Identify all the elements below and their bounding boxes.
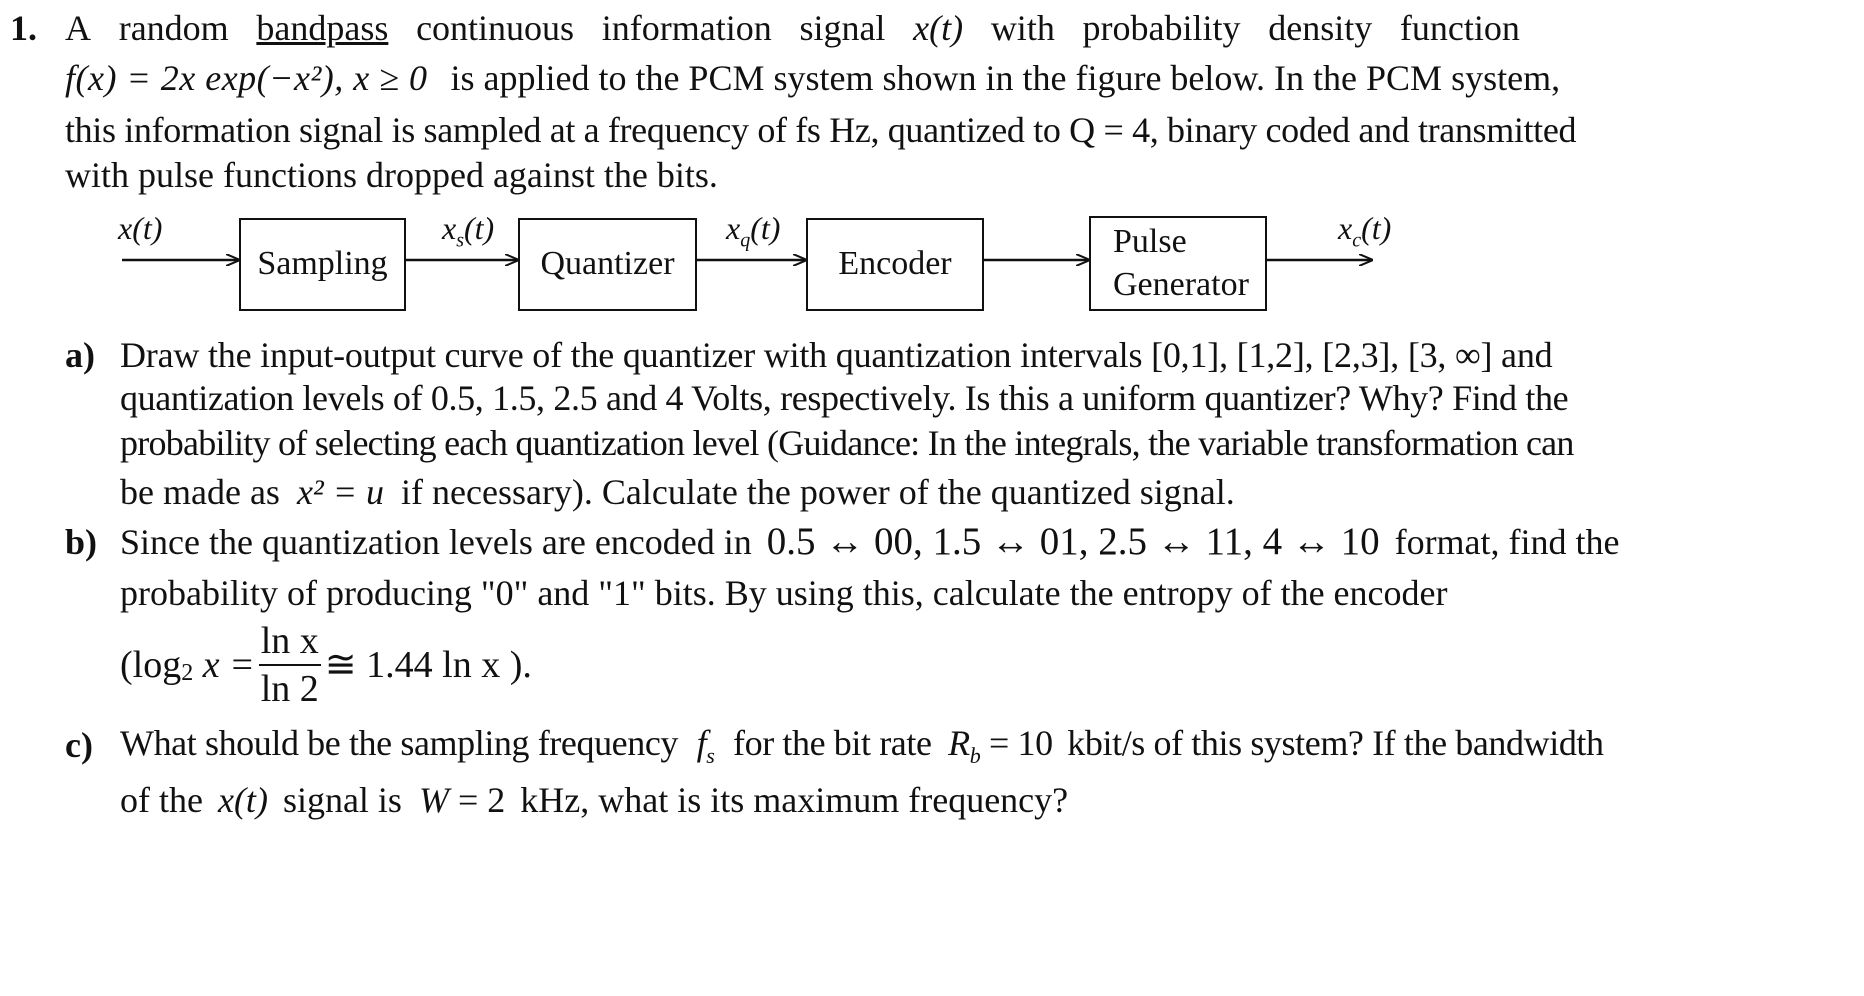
intro-word: continuous bbox=[416, 8, 575, 48]
intro-word-math: x(t) bbox=[913, 8, 964, 48]
pulse-label-line1: Pulse bbox=[1113, 223, 1187, 260]
intro-word: density bbox=[1268, 8, 1373, 48]
encoding-map: 0.5 ↔ 00, 1.5 ↔ 01, 2.5 ↔ 11, 4 ↔ 10 bbox=[766, 520, 1380, 563]
encoder-label: Encoder bbox=[838, 245, 952, 283]
sampling-block: Sampling bbox=[239, 218, 406, 311]
part-c-line-1: What should be the sampling frequency fs… bbox=[120, 723, 1604, 769]
pdf-formula: f(x) = 2x exp(−x²), x ≥ 0 bbox=[65, 58, 428, 98]
intro-word: A bbox=[65, 8, 91, 48]
part-c-line-2: of the x(t) signal is W = 2 kHz, what is… bbox=[120, 780, 1069, 820]
part-a-line-2: quantization levels of 0.5, 1.5, 2.5 and… bbox=[120, 378, 1569, 418]
intro-line-1: A random bandpass continuous information… bbox=[65, 10, 1520, 46]
problem-number: 1. bbox=[10, 8, 37, 48]
part-a-line-3: probability of selecting each quantizati… bbox=[120, 423, 1574, 463]
substitution-formula: x² = u bbox=[296, 472, 385, 512]
signal-label-coded: xc(t) bbox=[1338, 210, 1392, 252]
intro-word-underlined: bandpass bbox=[256, 8, 389, 48]
part-b-label: b) bbox=[65, 522, 98, 562]
part-c-label: c) bbox=[65, 725, 93, 765]
intro-word: random bbox=[118, 8, 229, 48]
intro-text: is applied to the PCM system shown in th… bbox=[450, 58, 1561, 98]
log-fraction: ln x ln 2 bbox=[258, 620, 321, 710]
intro-word: information bbox=[601, 8, 772, 48]
encoder-block: Encoder bbox=[806, 218, 984, 311]
intro-word: with bbox=[990, 8, 1055, 48]
intro-line-3: this information signal is sampled at a … bbox=[65, 110, 1577, 150]
part-a-line-1: Draw the input-output curve of the quant… bbox=[120, 335, 1553, 375]
signal-label-quantized: xq(t) bbox=[726, 210, 781, 252]
part-a-line-4: be made as x² = u if necessary). Calcula… bbox=[120, 472, 1235, 512]
pulse-label-line2: Generator bbox=[1113, 265, 1249, 303]
part-b-line-2: probability of producing "0" and "1" bit… bbox=[120, 573, 1448, 613]
quantizer-label: Quantizer bbox=[540, 245, 675, 283]
part-b-line-1: Since the quantization levels are encode… bbox=[120, 520, 1620, 563]
intro-line-2: f(x) = 2x exp(−x²), x ≥ 0 is applied to … bbox=[65, 58, 1560, 98]
quantizer-block: Quantizer bbox=[518, 218, 697, 311]
intro-line-4: with pulse functions dropped against the… bbox=[65, 155, 718, 195]
sampling-label: Sampling bbox=[257, 245, 388, 283]
signal-label-input: x(t) bbox=[118, 210, 163, 246]
signal-label-sampled: xs(t) bbox=[442, 210, 495, 252]
intro-word: function bbox=[1399, 8, 1520, 48]
intro-word: probability bbox=[1082, 8, 1241, 48]
pulse-generator-block: Pulse Generator bbox=[1089, 216, 1267, 311]
intro-word: signal bbox=[799, 8, 886, 48]
pcm-diagram-arrows bbox=[122, 0, 1864, 340]
part-a-label: a) bbox=[65, 335, 95, 375]
